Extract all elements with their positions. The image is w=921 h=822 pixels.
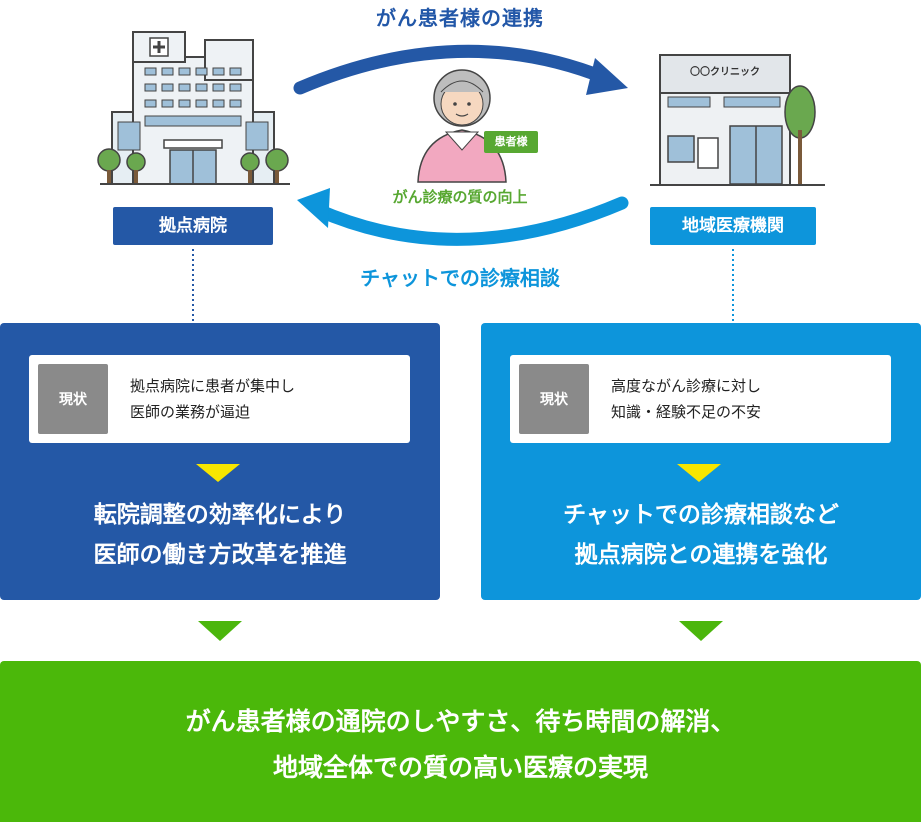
patient-badge: 患者様 xyxy=(484,131,538,153)
clinic-down-arrow-icon xyxy=(677,464,721,482)
clinic-status-line: 高度ながん診療に対し xyxy=(611,377,762,395)
clinic-status-text: 高度ながん診療に対し 知識・経験不足の不安 xyxy=(611,373,881,425)
hospital-status-line: 拠点病院に患者が集中し xyxy=(130,377,296,395)
clinic-panel: 現状 高度ながん診療に対し 知識・経験不足の不安 チャットでの診療相談など 拠点… xyxy=(481,323,921,600)
hospital-status-tag: 現状 xyxy=(38,364,108,434)
consult-label: チャットでの診療相談 xyxy=(360,266,560,290)
hospital-panel: 現状 拠点病院に患者が集中し 医師の業務が逼迫 転院調整の効率化により 医師の働… xyxy=(0,323,440,600)
top-arc-arrow xyxy=(293,44,628,95)
hospital-down-arrow-icon xyxy=(196,464,240,482)
clinic-sign: 〇〇クリニック xyxy=(690,67,760,78)
clinic-status-card: 現状 高度ながん診療に対し 知識・経験不足の不安 xyxy=(510,355,891,443)
hospital-status-card: 現状 拠点病院に患者が集中し 医師の業務が逼迫 xyxy=(29,355,410,443)
outcome-line: 地域全体での質の高い医療の実現 xyxy=(272,753,648,782)
outcome-box: がん患者様の通院のしやすさ、待ち時間の解消、 地域全体での質の高い医療の実現 xyxy=(0,661,921,822)
hospital-result-line: 転院調整の効率化により xyxy=(93,502,347,528)
hospital-building-icon xyxy=(97,31,290,185)
clinic-result-line: チャットでの診療相談など xyxy=(563,502,839,528)
quality-label: がん診療の質の向上 xyxy=(392,188,528,206)
top-arrow-label: がん患者様の連携 xyxy=(376,6,544,30)
bottom-arc-arrow xyxy=(297,188,629,246)
clinic-status-tag: 現状 xyxy=(519,364,589,434)
patient-illustration-icon xyxy=(417,69,507,183)
hospital-label: 拠点病院 xyxy=(113,207,273,245)
left-down-arrow-icon xyxy=(198,621,242,641)
clinic-status-line: 知識・経験不足の不安 xyxy=(611,403,762,421)
right-down-arrow-icon xyxy=(679,621,723,641)
outcome-line: がん患者様の通院のしやすさ、待ち時間の解消、 xyxy=(185,707,736,736)
hospital-result-line: 医師の働き方改革を推進 xyxy=(93,542,347,568)
clinic-result: チャットでの診療相談など 拠点病院との連携を強化 xyxy=(481,495,921,575)
clinic-building-icon xyxy=(650,54,825,186)
hospital-status-line: 医師の業務が逼迫 xyxy=(130,403,251,421)
hospital-result: 転院調整の効率化により 医師の働き方改革を推進 xyxy=(0,495,440,575)
clinic-result-line: 拠点病院との連携を強化 xyxy=(574,542,828,568)
hospital-status-text: 拠点病院に患者が集中し 医師の業務が逼迫 xyxy=(130,373,400,425)
clinic-label: 地域医療機関 xyxy=(650,207,816,245)
outcome-text: がん患者様の通院のしやすさ、待ち時間の解消、 地域全体での質の高い医療の実現 xyxy=(0,699,921,791)
